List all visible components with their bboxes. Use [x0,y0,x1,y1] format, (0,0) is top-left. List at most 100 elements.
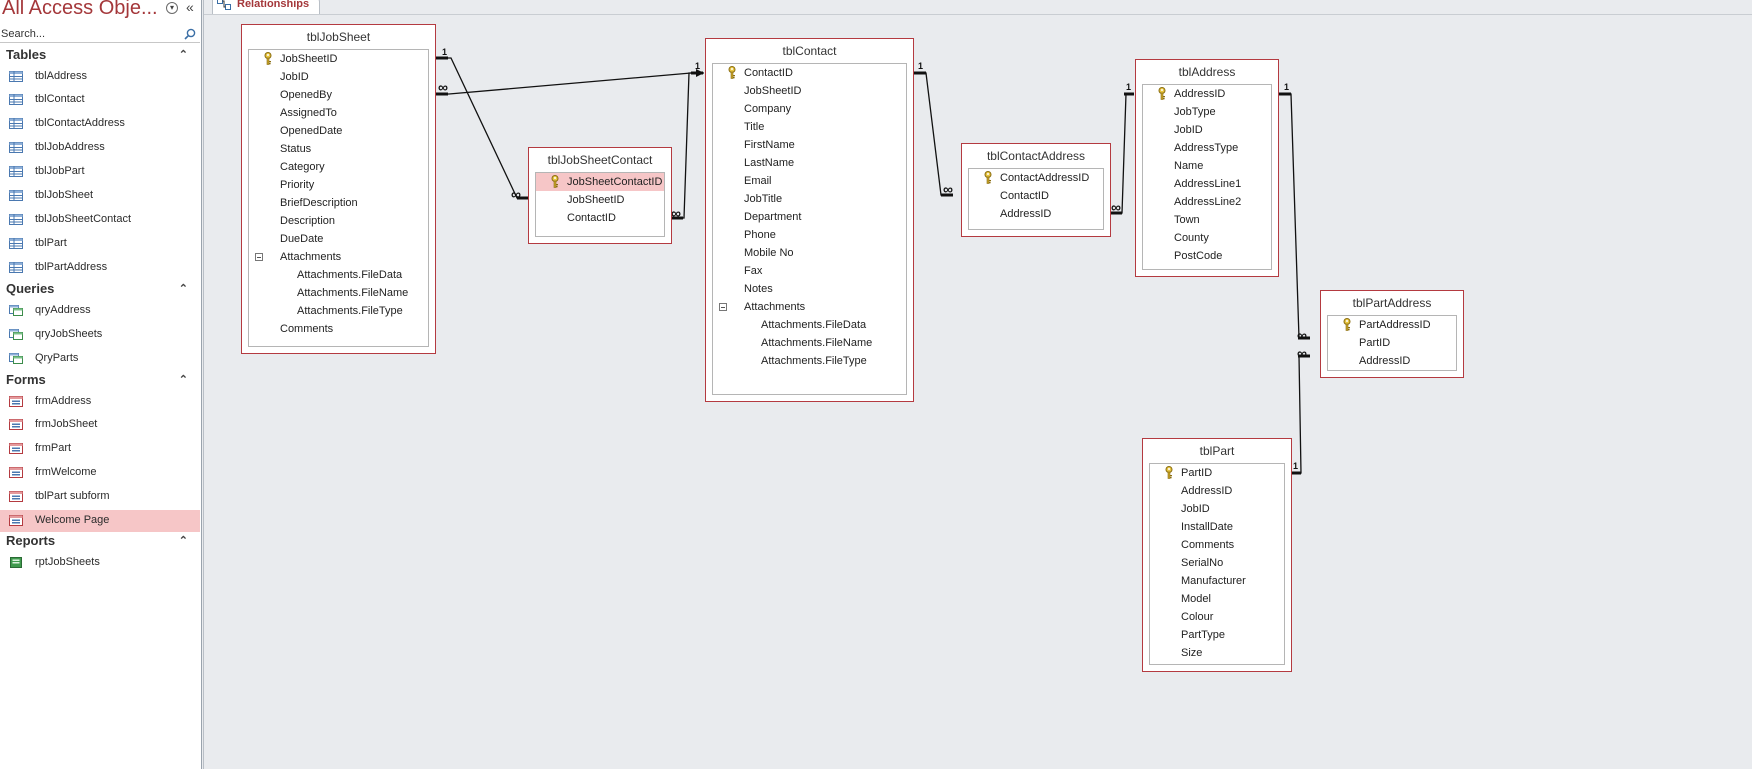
collapse-group-icon[interactable]: ⌃ [178,283,188,295]
field[interactable]: ContactID [567,212,616,224]
field[interactable]: Status [280,143,312,155]
field[interactable]: LastName [744,157,795,169]
field[interactable]: JobID [1174,124,1203,136]
nav-pane-menu-chevron-icon[interactable]: ▾ [166,2,178,14]
field[interactable]: Email [744,175,772,187]
nav-item-table[interactable]: tblPart [0,233,200,255]
field[interactable]: Phone [744,229,776,241]
field-primary-key-selected[interactable]: JobSheetContactID [536,173,664,191]
field[interactable]: FirstName [744,139,795,151]
field[interactable]: AssignedTo [280,107,337,119]
table-tblpartaddress[interactable]: tblPartAddress PartAddressID PartID Addr… [1320,290,1464,378]
field-sub[interactable]: Attachments.FileName [297,287,409,299]
tab-relationships[interactable]: Relationships [212,0,321,14]
field[interactable]: Category [280,161,325,173]
collapse-group-icon[interactable]: ⌃ [178,49,188,61]
nav-item-table[interactable]: tblPartAddress [0,257,200,279]
field[interactable]: Notes [744,283,773,295]
field[interactable]: SerialNo [1181,557,1224,569]
nav-item-query[interactable]: qryJobSheets [0,324,200,346]
field[interactable]: JobSheetID [567,194,625,206]
table-tbladdress[interactable]: tblAddress AddressID JobType JobID Addre… [1135,59,1279,277]
nav-group-reports[interactable]: Reports ⌃ [0,531,200,551]
field[interactable]: Company [744,103,792,115]
table-title[interactable]: tblAddress [1178,65,1236,79]
field-sub[interactable]: Attachments.FileData [761,319,867,331]
field[interactable]: PostCode [1174,250,1223,262]
nav-item-table[interactable]: tblJobPart [0,161,200,183]
table-tblcontact[interactable]: tblContact ContactID JobSheetID Company … [705,38,914,402]
field[interactable]: DueDate [280,233,324,245]
field-sub[interactable]: Attachments.FileType [297,305,403,317]
field-primary-key[interactable]: PartID [1150,464,1284,482]
table-tbljobsheet[interactable]: tblJobSheet JobSheetID JobID OpenedBy As… [241,24,436,354]
field-primary-key[interactable]: JobSheetID [249,50,428,68]
field[interactable]: PartType [1181,629,1226,641]
table-title[interactable]: tblContact [782,44,837,58]
nav-item-form-selected[interactable]: Welcome Page [0,510,200,532]
table-tblpart[interactable]: tblPart PartID AddressID JobID InstallDa… [1142,438,1292,672]
field-primary-key[interactable]: ContactAddressID [969,169,1103,187]
field[interactable]: Comments [280,323,334,335]
table-title[interactable]: tblJobSheet [306,30,371,44]
table-tbljobsheetcontact[interactable]: tblJobSheetContact JobSheetContactID Job… [528,147,672,244]
field[interactable]: Mobile No [744,247,794,259]
nav-group-forms[interactable]: Forms ⌃ [0,370,200,390]
nav-item-table[interactable]: tblJobSheetContact [0,209,200,231]
search-icon[interactable] [184,28,196,40]
nav-search-input[interactable] [1,27,179,41]
field[interactable]: Name [1174,160,1204,172]
field[interactable]: ContactID [1000,190,1049,202]
field-primary-key[interactable]: ContactID [713,64,906,82]
field[interactable]: Title [744,121,765,133]
table-title[interactable]: tblContactAddress [986,149,1086,163]
nav-group-queries[interactable]: Queries ⌃ [0,279,200,299]
field[interactable]: OpenedDate [280,125,343,137]
field-list[interactable]: ContactAddressID ContactID AddressID [968,168,1104,230]
collapse-group-icon[interactable]: ⌃ [178,535,188,547]
nav-group-tables[interactable]: Tables ⌃ [0,45,200,65]
nav-item-table[interactable]: tblContactAddress [0,113,200,135]
nav-item-form[interactable]: tblPart subform [0,486,200,508]
table-title[interactable]: tblJobSheetContact [547,153,653,167]
field-list[interactable]: JobSheetContactID JobSheetID ContactID [535,172,665,237]
field-primary-key[interactable]: AddressID [1143,85,1271,103]
nav-item-form[interactable]: frmAddress [0,391,200,413]
nav-item-table[interactable]: tblContact [0,89,200,111]
collapse-toggle-icon[interactable] [255,253,263,261]
field-attachment[interactable]: Attachments [249,248,428,266]
field[interactable]: Model [1181,593,1211,605]
nav-item-form[interactable]: frmPart [0,438,200,460]
nav-pane-title[interactable]: All Access Obje... [2,0,158,19]
field[interactable]: Fax [744,265,763,277]
collapse-group-icon[interactable]: ⌃ [178,374,188,386]
field[interactable]: Size [1181,647,1203,659]
field-sub[interactable]: Attachments.FileData [297,269,403,281]
field[interactable]: Description [280,215,336,227]
table-title[interactable]: tblPartAddress [1352,296,1432,310]
field[interactable]: JobTitle [744,193,783,205]
field-primary-key[interactable]: PartAddressID [1328,316,1456,334]
field[interactable]: Town [1174,214,1200,226]
nav-item-query[interactable]: qryAddress [0,300,200,322]
field[interactable]: JobID [280,71,309,83]
field[interactable]: AddressID [1359,355,1411,367]
field-sub[interactable]: Attachments.FileType [761,355,867,367]
field[interactable]: InstallDate [1181,521,1233,533]
field[interactable]: OpenedBy [280,89,332,101]
field[interactable]: JobID [1181,503,1210,515]
field[interactable]: AddressLine1 [1174,178,1242,190]
nav-item-report[interactable]: rptJobSheets [0,552,200,574]
field-attachment[interactable]: Attachments [713,298,906,316]
field[interactable]: Department [744,211,802,223]
field[interactable]: Priority [280,179,315,191]
field-list[interactable]: AddressID JobType JobID AddressType Name… [1142,84,1272,270]
nav-item-table[interactable]: tblJobSheet [0,185,200,207]
nav-item-form[interactable]: frmJobSheet [0,414,200,436]
field-list[interactable]: ContactID JobSheetID Company Title First… [712,63,907,395]
field[interactable]: PartID [1359,337,1391,349]
field-list[interactable]: PartAddressID PartID AddressID [1327,315,1457,371]
field[interactable]: JobType [1174,106,1216,118]
field-list[interactable]: JobSheetID JobID OpenedBy AssignedTo Ope… [248,49,429,347]
field-list[interactable]: PartID AddressID JobID InstallDate Comme… [1149,463,1285,665]
